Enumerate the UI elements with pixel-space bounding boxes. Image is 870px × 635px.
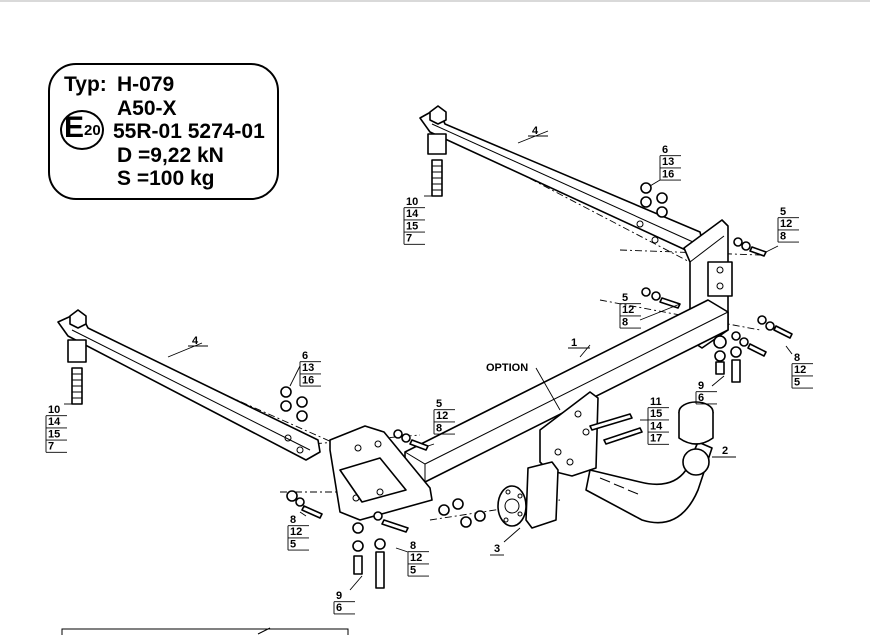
d-value: D =9,22 kN [117,144,224,167]
stack-number: 5 [410,564,416,576]
stack-number: 14 [650,420,663,432]
stack-number: 12 [622,304,634,316]
stack-number: 5 [622,292,628,304]
stack-number: 16 [302,374,314,386]
callout-part-4-left: 4 [192,335,199,347]
approval-mark-letter: E [64,111,85,144]
top-divider [0,0,870,2]
stack-number: 10 [406,196,418,208]
stack-number: 8 [622,316,628,328]
stack-number: 15 [48,428,60,440]
stack-bottom-nut: 96 [333,590,355,615]
callout-part-1: 1 [571,337,577,349]
stack-right-bottom: 96 [695,380,717,405]
stack-number: 5 [436,398,442,410]
fasteners [280,182,793,589]
stack-number: 12 [780,218,792,230]
stack-number: 5 [290,538,296,550]
stack-number: 6 [698,392,704,404]
typ-value: H-079 [117,73,175,96]
stack-number: 8 [290,514,296,526]
leader-lines [64,130,793,591]
stack-number: 15 [406,220,418,232]
stack-number: 12 [794,364,806,376]
stack-number: 12 [290,526,302,538]
part-number-stacks: 1014157613165128512881259610141576131651… [45,144,813,615]
stack-number: 6 [302,350,308,362]
stack-number: 14 [48,416,61,428]
stack-number: 12 [436,410,448,422]
approval-numbers: 55R-01 5274-01 [113,120,265,143]
stack-number: 11 [650,396,662,408]
stack-number: 12 [410,552,422,564]
stack-number: 6 [336,602,342,614]
tow-ball-neck [585,401,714,524]
specification-box [48,63,279,200]
stack-number: 6 [662,144,668,156]
stack-number: 16 [662,168,674,180]
option-label: OPTION [486,362,528,374]
s-value: S =100 kg [117,167,215,190]
bottom-frame-mark [257,627,271,635]
stack-number: 17 [650,433,662,445]
left-mounting-strap [57,309,321,461]
stack-number: 5 [780,206,786,218]
right-mounting-strap [419,105,704,253]
stack-number: 5 [794,376,800,388]
stack-number: 13 [662,156,674,168]
part-callouts: 1 2 3 4 4 OPTION [188,125,728,556]
typ-label: Typ: [64,73,107,96]
class-value: A50-X [117,97,177,120]
stack-number: 14 [406,208,419,220]
electric-socket [497,461,559,529]
callout-part-4-right: 4 [532,125,539,137]
stack-number: 13 [302,362,314,374]
stack-number: 10 [48,404,60,416]
ball-mount-plate [539,391,599,477]
stack-number: 8 [780,230,786,242]
approval-mark-country: 20 [84,122,101,139]
stack-number: 7 [48,441,54,453]
stack-number: 9 [336,590,342,602]
stack-number: 8 [410,540,416,552]
callout-part-3: 3 [494,543,500,555]
bottom-frame [61,628,349,635]
stack-number: 8 [794,352,800,364]
stack-number: 7 [406,233,412,245]
approval-mark-circle [60,110,104,150]
stack-number: 15 [650,408,662,420]
left-side-bracket [329,425,433,521]
stack-number: 8 [436,422,442,434]
callout-part-2: 2 [722,445,728,457]
stack-number: 9 [698,380,704,392]
